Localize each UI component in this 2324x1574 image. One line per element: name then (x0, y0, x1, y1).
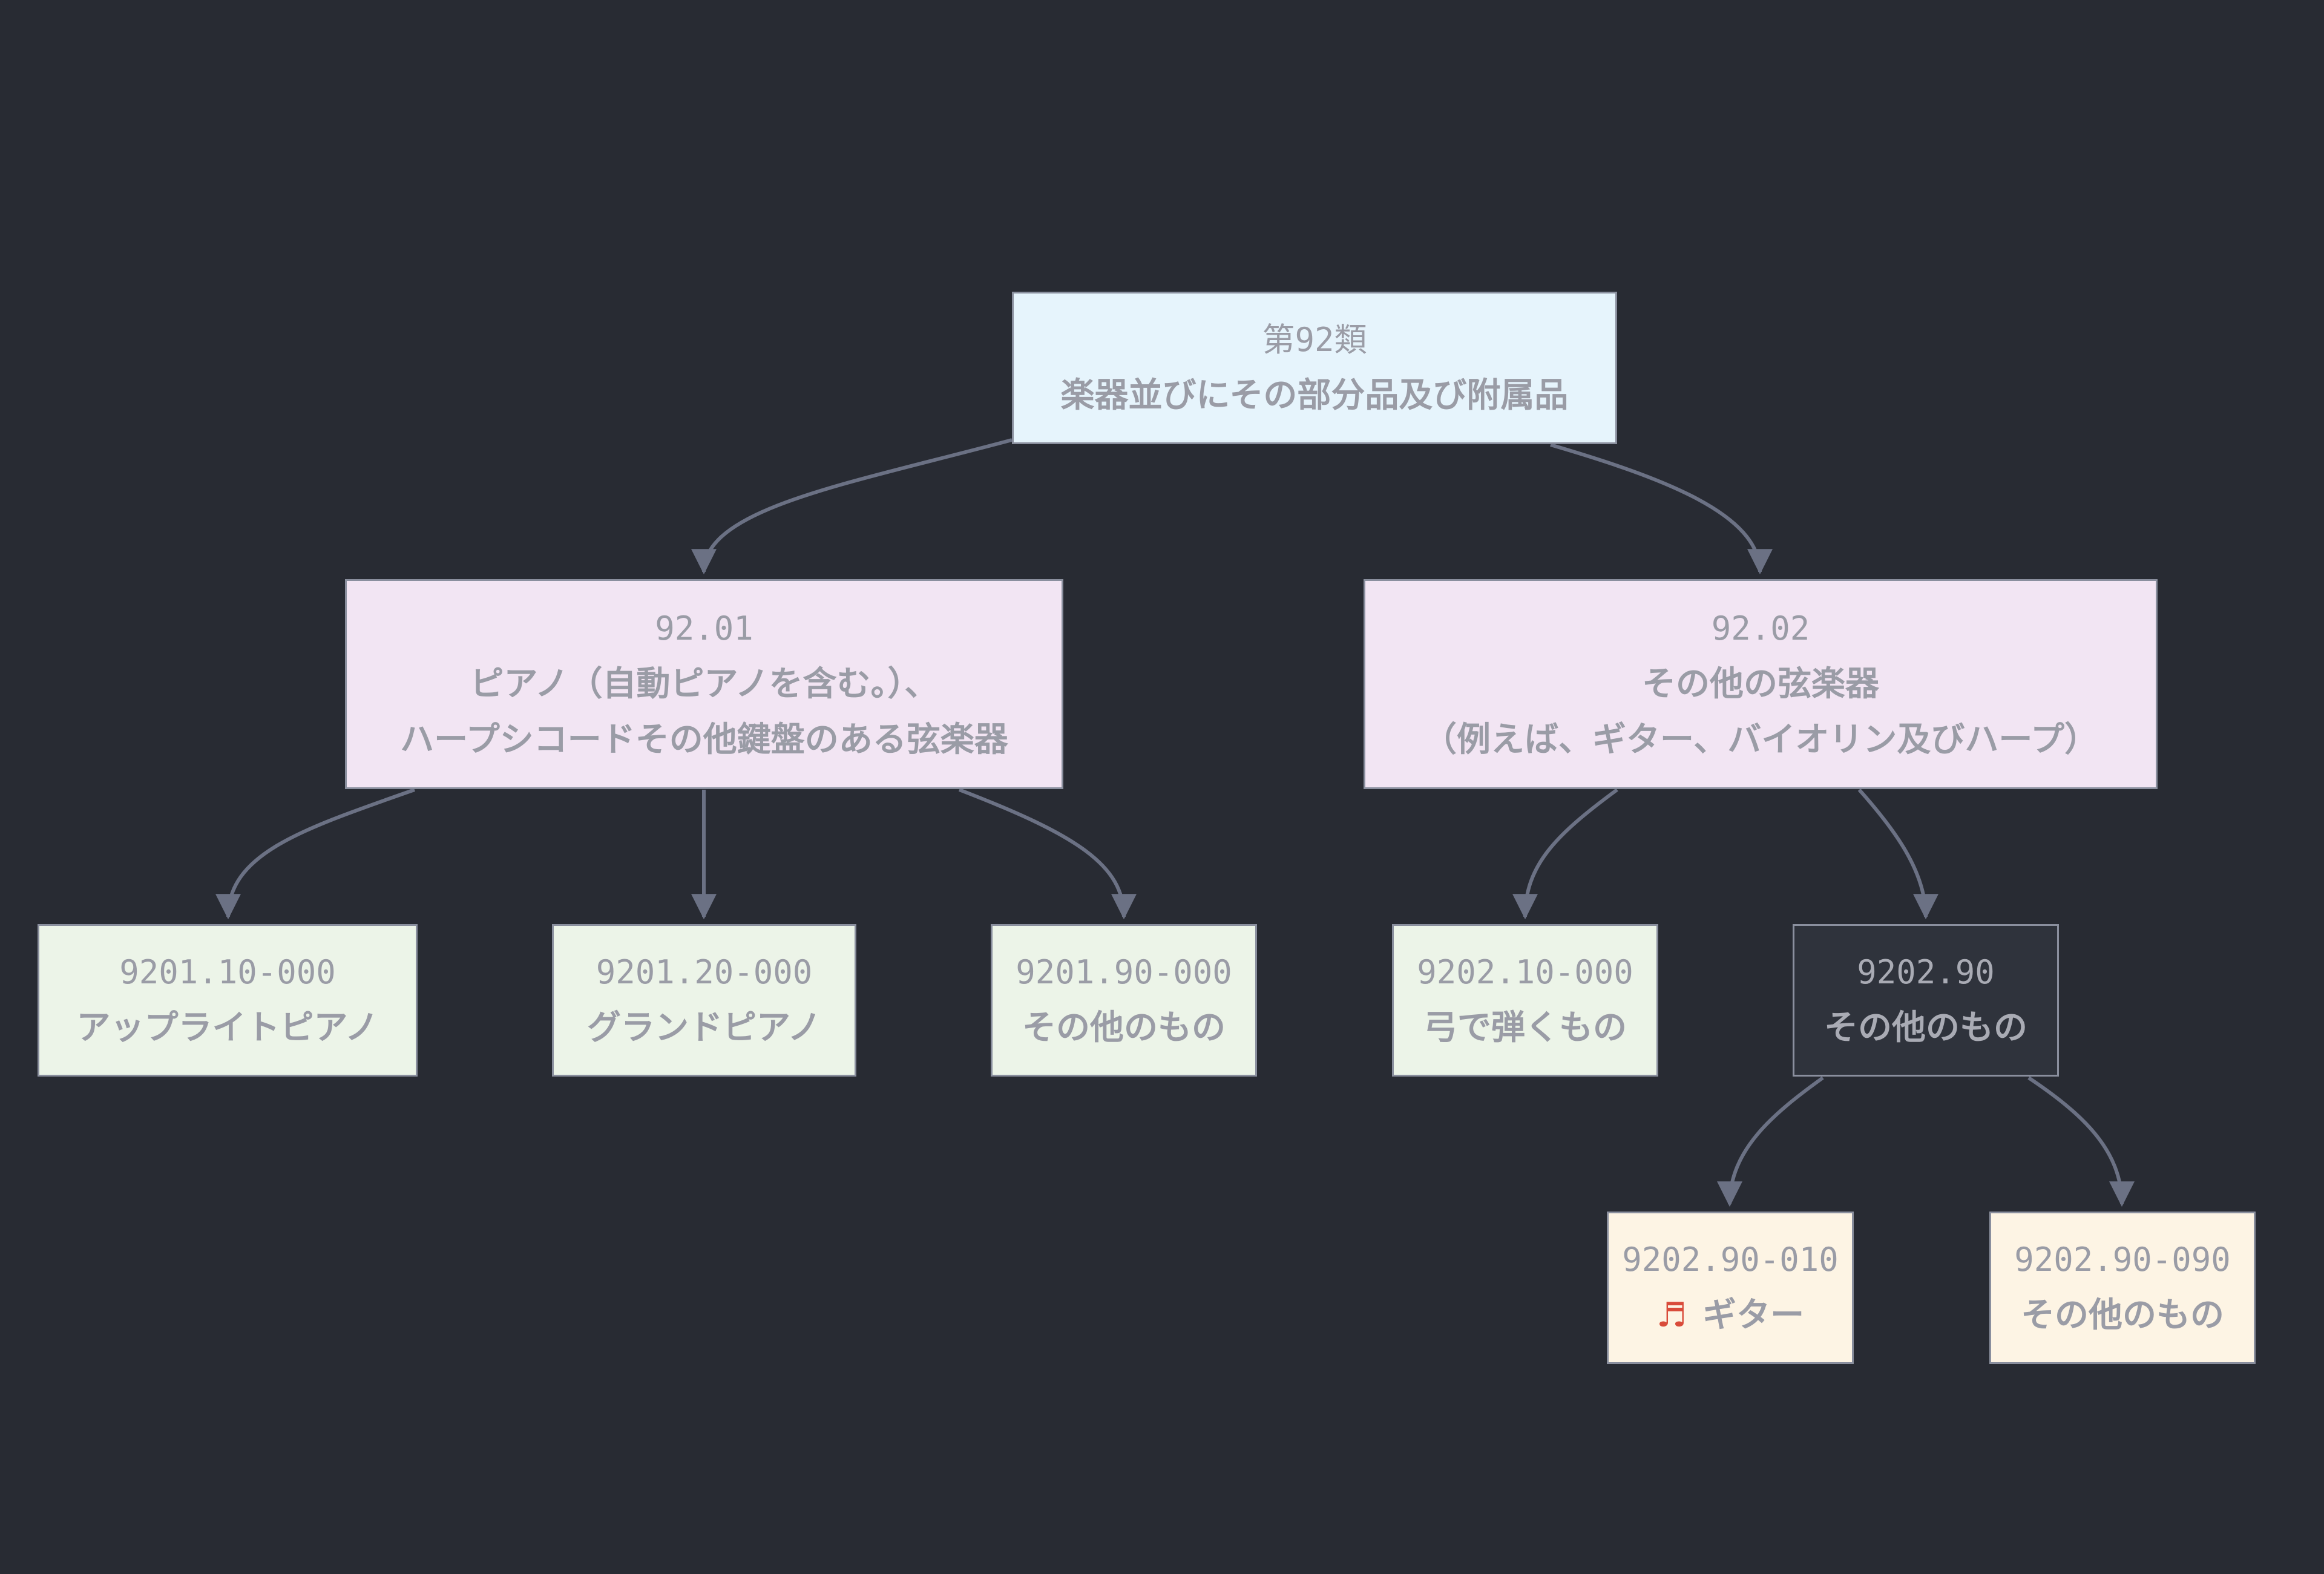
edge-9202-to-920210 (1512, 788, 1618, 920)
node-label: ギター (1702, 1296, 1805, 1335)
node-code: 9201.90-000 (1016, 953, 1232, 991)
edge-root-to-9202 (1550, 443, 1773, 575)
node-heading-9201: 92.01 ピアノ（自動ピアノを含む。）、 ハープシコードその他鍵盤のある弦楽器 (345, 579, 1063, 789)
node-title-line-1: ピアノ（自動ピアノを含む。）、 (470, 664, 939, 704)
node-code: 9201.20-000 (596, 953, 813, 991)
node-stat-920290010: 9202.90-010 ♬ ギター (1607, 1212, 1854, 1364)
node-label: アップライトピアノ (76, 1008, 379, 1048)
node-code: 9202.90 (1857, 953, 1995, 991)
node-label: グランドピアノ (587, 1008, 821, 1048)
node-label: その他のもの (1824, 1008, 2027, 1048)
node-code: 92.02 (1711, 609, 1810, 648)
node-stat-920290090: 9202.90-090 その他のもの (1989, 1212, 2256, 1364)
node-subheading-920290: 9202.90 その他のもの (1793, 924, 2059, 1077)
node-title-line-1: その他の弦楽器 (1642, 664, 1879, 704)
guitar-icon: ♬ (1656, 1296, 1687, 1335)
edge-920290-to-090 (2027, 1076, 2135, 1207)
node-title-line-2: ハープシコードその他鍵盤のある弦楽器 (400, 720, 1008, 759)
edge-9201-to-920190 (958, 788, 1137, 920)
edge-9201-to-920110 (215, 788, 415, 920)
edge-root-to-9201 (691, 438, 1013, 575)
node-label: その他のもの (1022, 1008, 1226, 1048)
node-title: 楽器並びにその部分品及び附属品 (1060, 376, 1569, 415)
node-subheading-920210: 9202.10-000 弓で弾くもの (1392, 924, 1658, 1077)
node-subheading-920110: 9201.10-000 アップライトピアノ (38, 924, 418, 1077)
node-chapter-92: 第92類 楽器並びにその部分品及び附属品 (1012, 292, 1617, 444)
node-subheading-920120: 9201.20-000 グランドピアノ (552, 924, 856, 1077)
node-title-line-2: （例えば、ギター、バイオリン及びハープ） (1422, 720, 2099, 759)
node-code: 第92類 (1262, 321, 1367, 359)
node-code: 9202.90-010 (1622, 1241, 1839, 1279)
edge-9202-to-920290 (1857, 789, 1938, 920)
node-code: 9202.10-000 (1417, 953, 1633, 991)
node-label: その他のもの (2021, 1296, 2224, 1335)
node-subheading-920190: 9201.90-000 その他のもの (991, 924, 1257, 1077)
node-label-row: ♬ ギター (1656, 1288, 1804, 1343)
node-code: 9201.10-000 (119, 953, 336, 991)
node-code: 92.01 (655, 609, 753, 648)
node-heading-9202: 92.02 その他の弦楽器 （例えば、ギター、バイオリン及びハープ） (1364, 579, 2158, 789)
edge-920290-to-010 (1717, 1076, 1824, 1207)
node-code: 9202.90-090 (2014, 1241, 2231, 1279)
node-label: 弓で弾くもの (1423, 1008, 1627, 1048)
